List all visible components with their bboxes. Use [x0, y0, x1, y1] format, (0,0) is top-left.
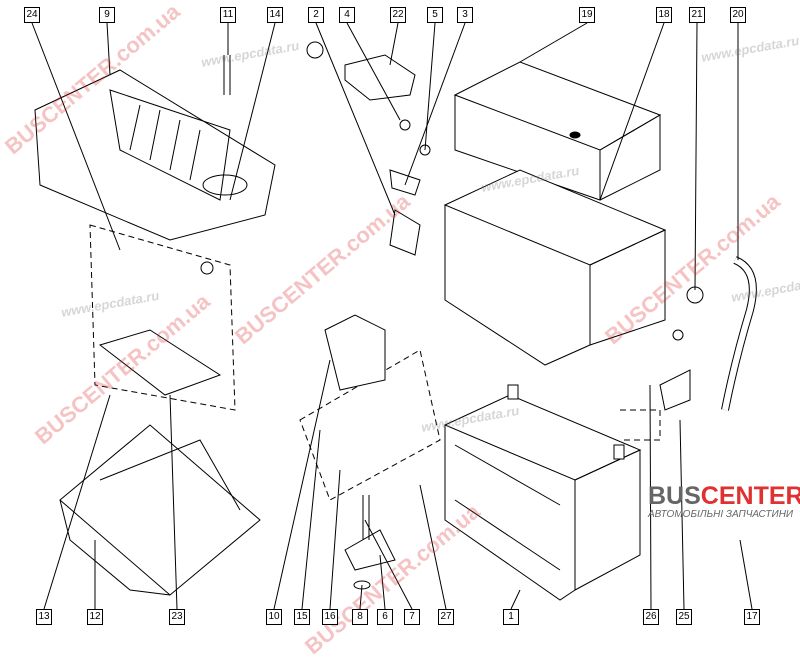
callout-label-24: 24: [24, 7, 40, 23]
terminal-clamp: [659, 369, 691, 411]
battery-tray-lower: [59, 424, 261, 596]
leader-line: [519, 22, 588, 63]
logo-name-part1: BUS: [648, 482, 701, 510]
callout-label-2: 2: [308, 7, 324, 23]
callout-label-21: 21: [689, 7, 705, 23]
nut: [200, 261, 214, 275]
leader-line: [379, 554, 386, 610]
leader-line: [389, 22, 399, 66]
battery-insulation: [443, 169, 667, 366]
callout-label-22: 22: [390, 7, 406, 23]
part-10-bracket: [324, 314, 386, 391]
leader-line: [229, 22, 276, 201]
callout-label-1: 1: [503, 609, 519, 625]
battery: [443, 384, 642, 601]
terminal-clamp: [389, 209, 421, 256]
callout-label-18: 18: [656, 7, 672, 23]
leader-line: [419, 484, 447, 610]
leader-line: [359, 584, 363, 610]
callout-label-19: 19: [579, 7, 595, 23]
battery-tray-upper: [34, 69, 276, 241]
callout-label-5: 5: [427, 7, 443, 23]
leader-line: [273, 359, 331, 610]
leader-line: [346, 22, 401, 121]
callout-label-17: 17: [744, 609, 760, 625]
leader-line: [599, 22, 665, 201]
callout-label-26: 26: [643, 609, 659, 625]
bolt: [223, 55, 231, 95]
terminal-clamp: [389, 169, 421, 196]
positive-terminal-symbol: [306, 41, 324, 59]
callout-label-16: 16: [322, 609, 338, 625]
leader-line: [169, 394, 178, 610]
leader-line: [694, 22, 698, 291]
callout-label-11: 11: [220, 7, 236, 23]
callout-label-8: 8: [352, 609, 368, 625]
callout-label-7: 7: [404, 609, 420, 625]
leader-line: [106, 22, 111, 76]
buscenter-logo: BUSCENTER АВТОМОБІЛЬНІ ЗАПЧАСТИНИ: [648, 482, 800, 520]
callout-label-10: 10: [266, 609, 282, 625]
callout-label-3: 3: [457, 7, 473, 23]
leader-line: [301, 429, 321, 610]
leader-line: [679, 419, 685, 610]
callout-label-15: 15: [294, 609, 310, 625]
assembly-outline: [89, 224, 236, 411]
callout-label-14: 14: [267, 7, 283, 23]
callout-label-25: 25: [676, 609, 692, 625]
callout-label-23: 23: [169, 609, 185, 625]
leader-line: [404, 22, 466, 186]
bolt: [362, 495, 370, 540]
logo-subtitle: АВТОМОБІЛЬНІ ЗАПЧАСТИНИ: [648, 509, 794, 520]
part-22-cap: [344, 54, 416, 101]
leader-line: [649, 384, 652, 610]
leader-line: [31, 22, 121, 251]
leader-line: [364, 519, 413, 610]
callout-label-20: 20: [730, 7, 746, 23]
nut: [399, 119, 411, 131]
leader-line: [739, 539, 753, 610]
callout-label-27: 27: [438, 609, 454, 625]
leader-line: [315, 22, 396, 216]
leader-line: [424, 22, 436, 151]
callout-label-12: 12: [87, 609, 103, 625]
leader-line: [510, 589, 521, 610]
assembly-outline: [620, 409, 661, 441]
leader-line: [329, 469, 341, 610]
callout-label-13: 13: [36, 609, 52, 625]
hold-down-clamp: [344, 529, 396, 571]
callout-label-4: 4: [339, 7, 355, 23]
callout-label-9: 9: [99, 7, 115, 23]
callout-label-6: 6: [377, 609, 393, 625]
nut: [672, 329, 684, 341]
part-23: [98, 329, 222, 396]
logo-name-part2: CENTER: [700, 482, 800, 510]
leader-line: [43, 394, 111, 610]
